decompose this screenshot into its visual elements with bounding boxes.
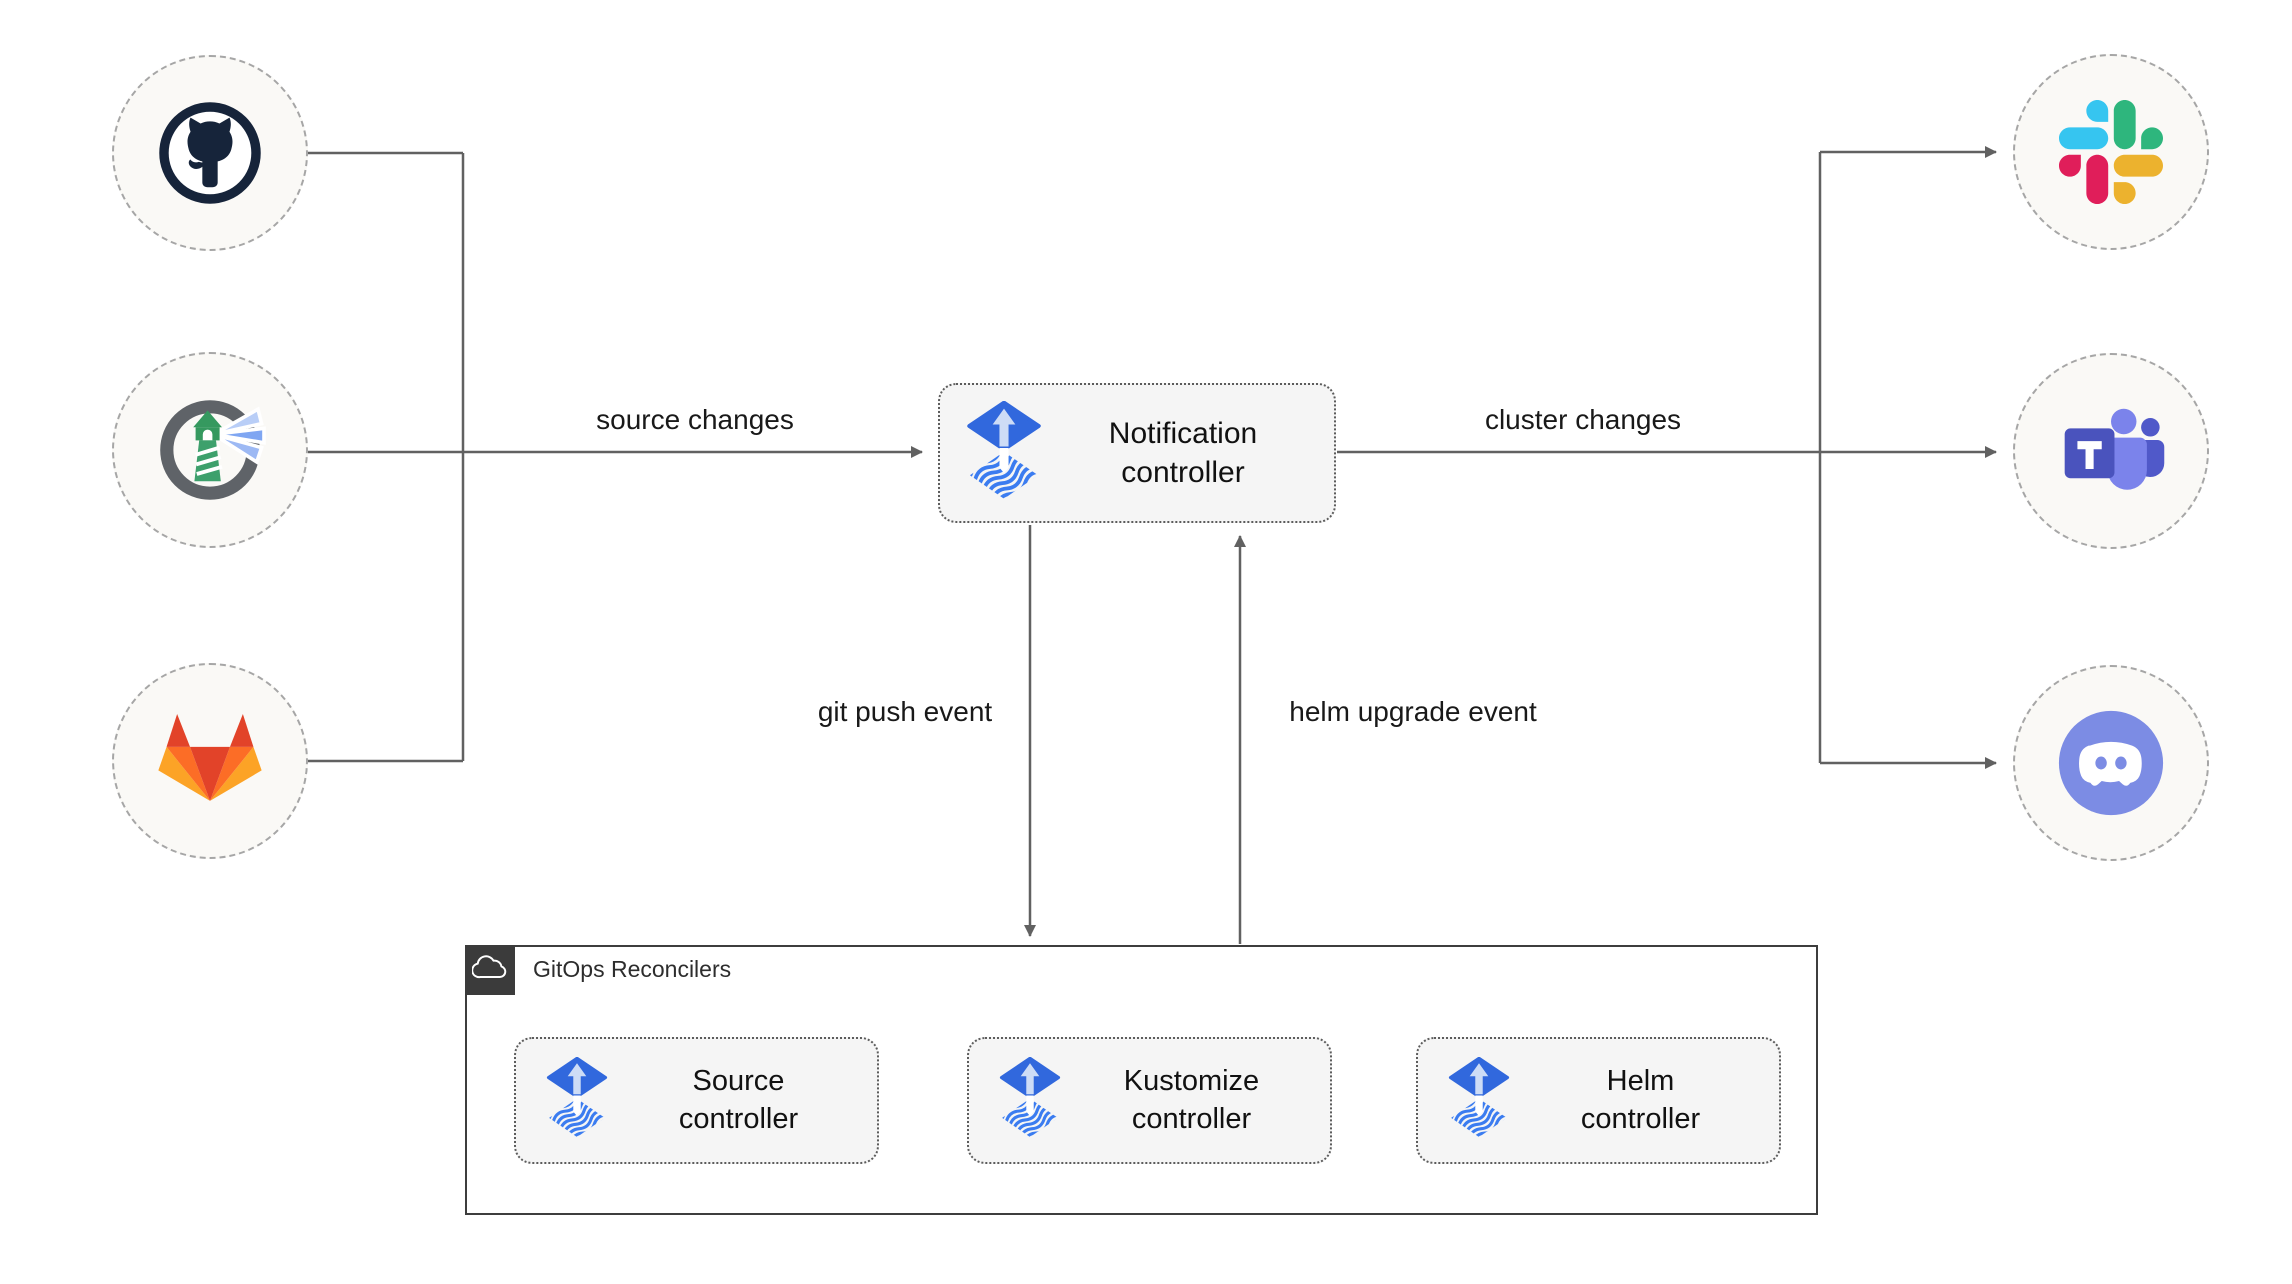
gitops-group-title: GitOps Reconcilers [533, 956, 732, 982]
discord-node [2013, 665, 2209, 861]
discord-icon [2049, 701, 2173, 825]
slack-node [2013, 54, 2209, 250]
edge-label-git-push-event: git push event [811, 696, 999, 728]
edge-label-source-changes: source changes [590, 404, 800, 436]
github-icon [151, 94, 269, 212]
flux-icon [1448, 1057, 1510, 1144]
edge-label-helm-upgrade-event: helm upgrade event [1283, 696, 1543, 728]
kustomize-controller-label: Kustomize controller [1123, 1064, 1260, 1135]
source-controller-label: Source controller [678, 1064, 799, 1135]
edge-label-cluster-changes: cluster changes [1478, 404, 1688, 436]
notification-controller-label: Notification controller [1108, 417, 1258, 489]
notification-controller-box: Notification controller [938, 383, 1336, 523]
teams-icon [2053, 396, 2169, 506]
gitops-reconcilers-group: GitOps Reconcilers Source controller Kus… [465, 945, 1818, 1215]
flux-icon [999, 1057, 1061, 1144]
cloud-icon [471, 954, 508, 986]
kustomize-controller-box: Kustomize controller [967, 1037, 1332, 1164]
gitlab-icon [151, 707, 269, 815]
flux-icon [966, 401, 1042, 506]
harbor-icon [150, 390, 270, 510]
helm-controller-box: Helm controller [1416, 1037, 1781, 1164]
slack-icon [2059, 100, 2163, 204]
flux-icon [546, 1057, 608, 1144]
harbor-node [112, 352, 308, 548]
source-controller-box: Source controller [514, 1037, 879, 1164]
github-node [112, 55, 308, 251]
gitlab-node [112, 663, 308, 859]
gitops-header-badge [465, 945, 515, 995]
teams-node [2013, 353, 2209, 549]
helm-controller-label: Helm controller [1580, 1064, 1701, 1135]
